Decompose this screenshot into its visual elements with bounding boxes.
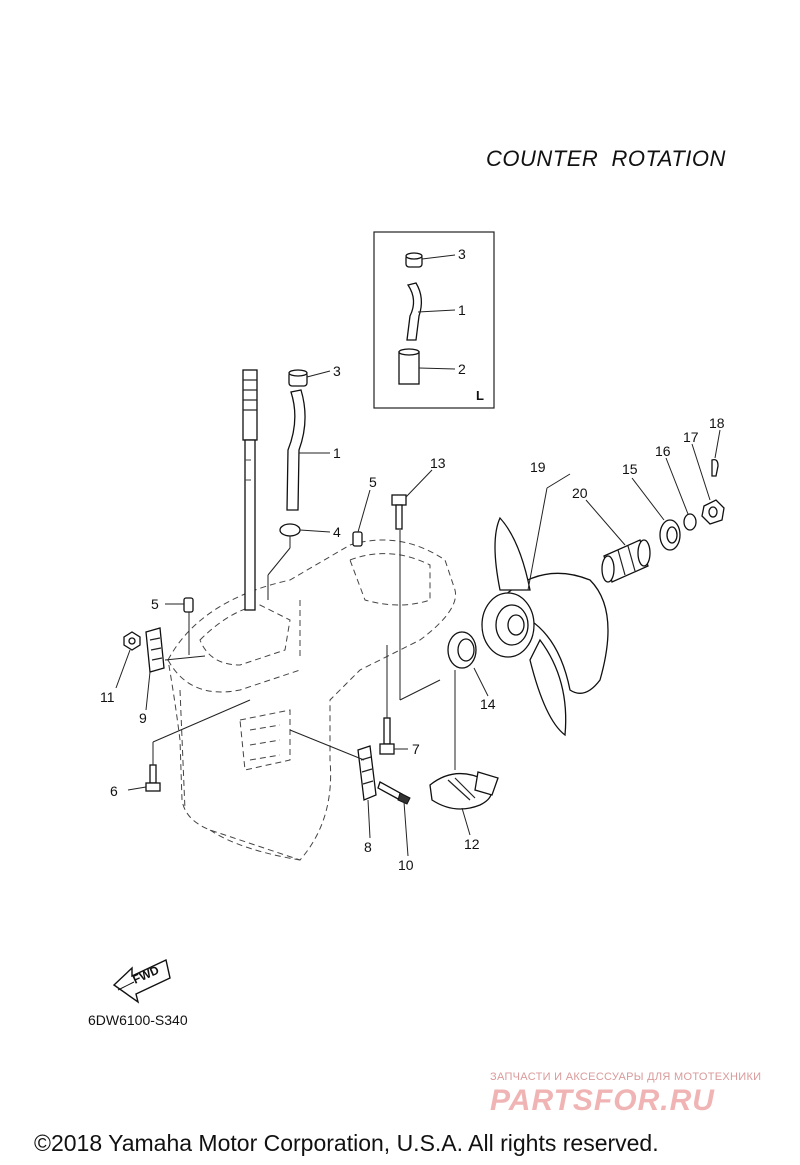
inset-hose-1 <box>406 282 423 341</box>
callout-2-inset: 2 <box>458 361 466 377</box>
callout-5b: 5 <box>151 596 159 612</box>
inset-label: L <box>476 388 484 403</box>
water-tube-1 <box>286 389 306 511</box>
fwd-arrow-icon: FWD <box>112 958 171 1004</box>
callout-16: 16 <box>655 443 671 459</box>
callout-12: 12 <box>464 836 480 852</box>
inset-sleeve-2 <box>398 348 420 385</box>
callout-numbers: 3 1 2 3 1 4 5 5 13 11 9 6 7 8 10 12 14 1… <box>100 246 725 873</box>
callout-6: 6 <box>110 783 118 799</box>
callout-3-inset: 3 <box>458 246 466 262</box>
callout-11: 11 <box>100 689 115 705</box>
lower-casing-outline <box>167 539 457 861</box>
leader-lines <box>115 254 721 857</box>
trim-tab-12 <box>429 771 499 810</box>
copyright-notice: ©2018 Yamaha Motor Corporation, U.S.A. A… <box>34 1130 659 1156</box>
callout-7: 7 <box>412 741 420 757</box>
bolt-13 <box>391 494 407 530</box>
propeller-19 <box>481 516 609 737</box>
dowel-pin-5a <box>352 531 363 547</box>
diagram-code: 6DW6100-S340 <box>88 1012 188 1028</box>
callout-20: 20 <box>572 485 588 501</box>
watermark-tagline: ЗАПЧАСТИ И АКСЕССУАРЫ ДЛЯ МОТОТЕХНИКИ <box>490 1071 762 1083</box>
drive-shaft <box>242 369 258 611</box>
watermark-logo: PARTSFOR.RU <box>490 1084 715 1117</box>
bolt-7 <box>379 717 395 755</box>
bolt-6 <box>145 764 161 792</box>
callout-17: 17 <box>683 429 699 445</box>
nut-11 <box>123 631 141 651</box>
callout-4: 4 <box>333 524 341 540</box>
callout-15: 15 <box>622 461 638 477</box>
callout-13: 13 <box>430 455 446 471</box>
anode-8 <box>357 745 377 801</box>
callout-1: 1 <box>333 445 341 461</box>
grommet-3 <box>288 369 308 387</box>
dowel-pin-5b <box>183 597 194 613</box>
seal-4 <box>279 523 301 537</box>
inset-box <box>373 231 495 409</box>
washer-16 <box>683 513 697 531</box>
nut-17 <box>701 499 725 525</box>
callout-3: 3 <box>333 363 341 379</box>
callout-8: 8 <box>364 839 372 855</box>
callout-19: 19 <box>530 459 546 475</box>
callout-9: 9 <box>139 710 147 726</box>
callout-18: 18 <box>709 415 725 431</box>
anode-9 <box>145 627 165 673</box>
cotter-pin-18 <box>711 458 719 477</box>
spacer-20 <box>601 539 651 583</box>
inset-nut-3 <box>405 252 423 268</box>
callout-14: 14 <box>480 696 496 712</box>
callout-10: 10 <box>398 857 414 873</box>
callout-5a: 5 <box>369 474 377 490</box>
washer-15 <box>659 519 681 551</box>
screw-10 <box>377 781 411 805</box>
diagram-title: COUNTER ROTATION <box>486 146 726 171</box>
callout-1-inset: 1 <box>458 302 466 318</box>
thrust-washer-14 <box>447 631 477 669</box>
